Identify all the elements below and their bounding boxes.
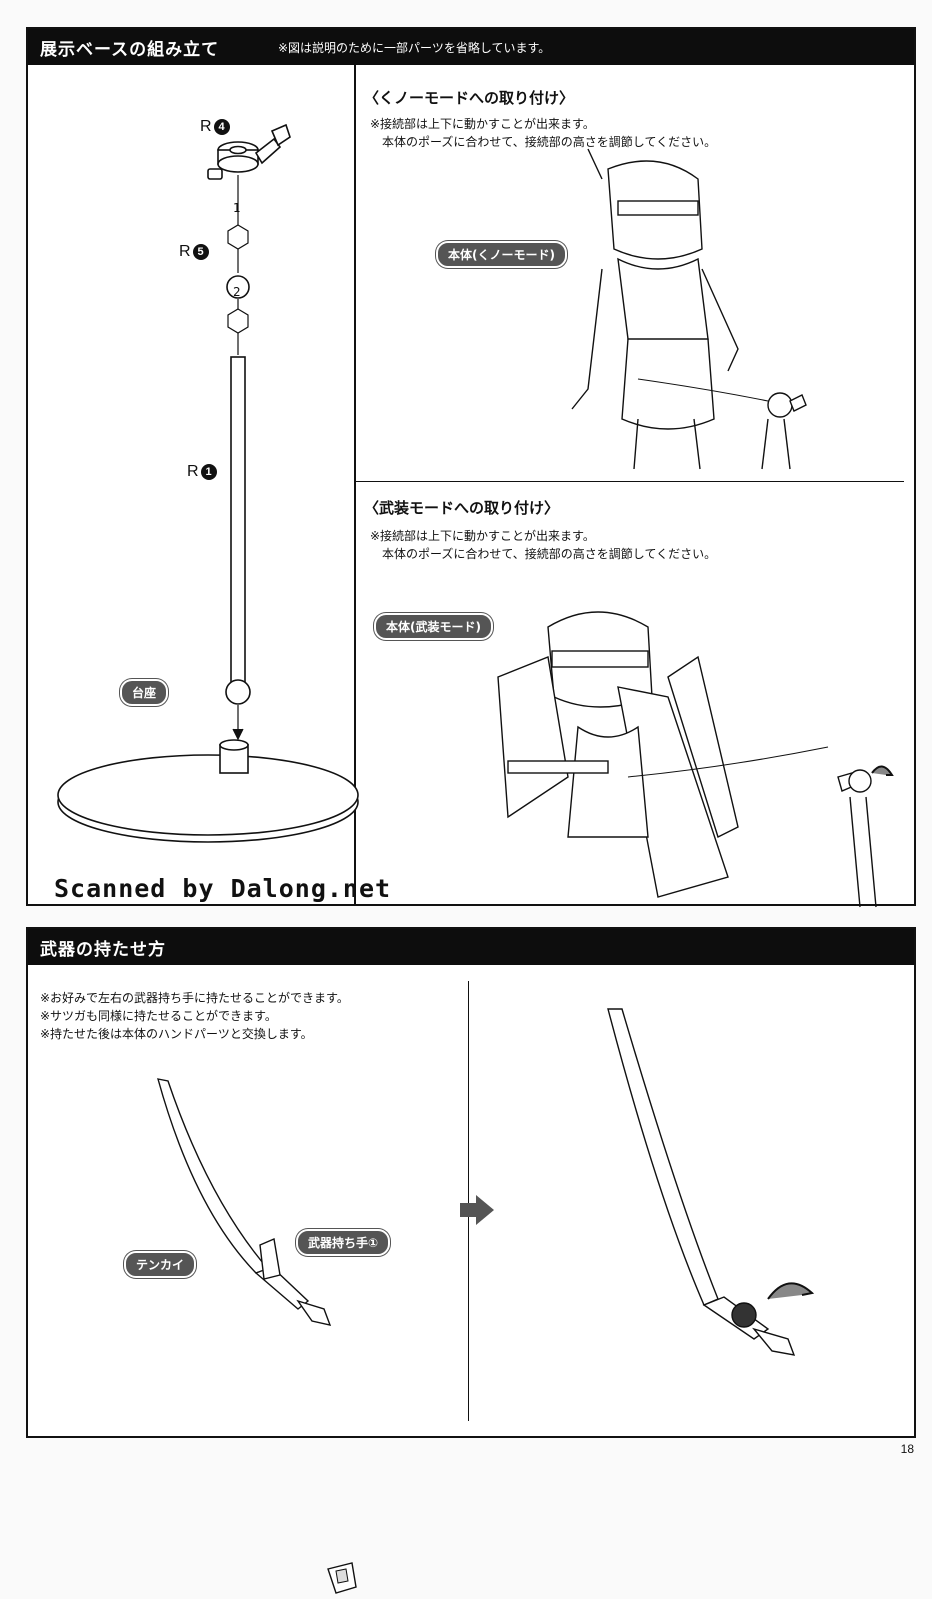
weapon-notes: ※お好みで左右の武器持ち手に持たせることができます。 ※サツガも同様に持たせるこ…	[40, 991, 349, 1041]
hand-part-icon	[327, 1562, 357, 1594]
arrow-right-icon	[460, 1195, 494, 1225]
base-assembly-section: 展示ベースの組み立て ※図は説明のために一部パーツを省略しています。	[26, 27, 916, 908]
armed-figure-illustration	[497, 611, 894, 908]
number-badge: 5	[192, 244, 209, 260]
number-badge: 4	[213, 119, 230, 135]
section-header: 展示ベースの組み立て ※図は説明のために一部パーツを省略しています。	[28, 29, 914, 65]
sword-held-illustration	[607, 1008, 815, 1356]
number-badge: 1	[200, 464, 217, 480]
stand-illustration	[57, 123, 359, 843]
kunoichi-note: ※接続部は上下に動かすことが出来ます。 本体のポーズに合わせて、接続部の高さを調…	[370, 117, 717, 149]
page-number: 18	[900, 1442, 914, 1456]
weapon-hold-section: 武器の持たせ方 ※お好みで左右の武器持ち手に持たせることができます。 ※サツガも…	[26, 927, 916, 1594]
section-header: 武器の持たせ方	[28, 929, 914, 965]
armed-heading: 〈武装モードへの取り付け〉	[364, 499, 560, 517]
kunoichi-figure-illustration	[571, 148, 807, 470]
weapon-label: テンカイ	[124, 1251, 197, 1278]
kunoichi-body-label: 本体(くノーモード)	[436, 241, 567, 268]
armed-note: ※接続部は上下に動かすことが出来ます。 本体のポーズに合わせて、接続部の高さを調…	[370, 529, 717, 561]
row-divider	[356, 481, 904, 482]
sword-illustration	[157, 1078, 332, 1326]
step-number-2: 2	[233, 285, 241, 299]
hand-label: 武器持ち手①	[296, 1229, 391, 1256]
watermark: Scanned by Dalong.net	[54, 874, 392, 903]
base-label: 台座	[120, 679, 169, 706]
armed-body-label: 本体(武装モード)	[374, 613, 493, 640]
section-title: 展示ベースの組み立て	[40, 40, 220, 60]
column-divider	[354, 65, 356, 906]
step-number-1: 1	[233, 201, 241, 215]
section-note: ※図は説明のために一部パーツを省略しています。	[278, 41, 551, 55]
section-title: 武器の持たせ方	[40, 940, 166, 960]
kunoichi-heading: 〈くノーモードへの取り付け〉	[364, 89, 575, 107]
column-divider	[468, 981, 469, 1421]
